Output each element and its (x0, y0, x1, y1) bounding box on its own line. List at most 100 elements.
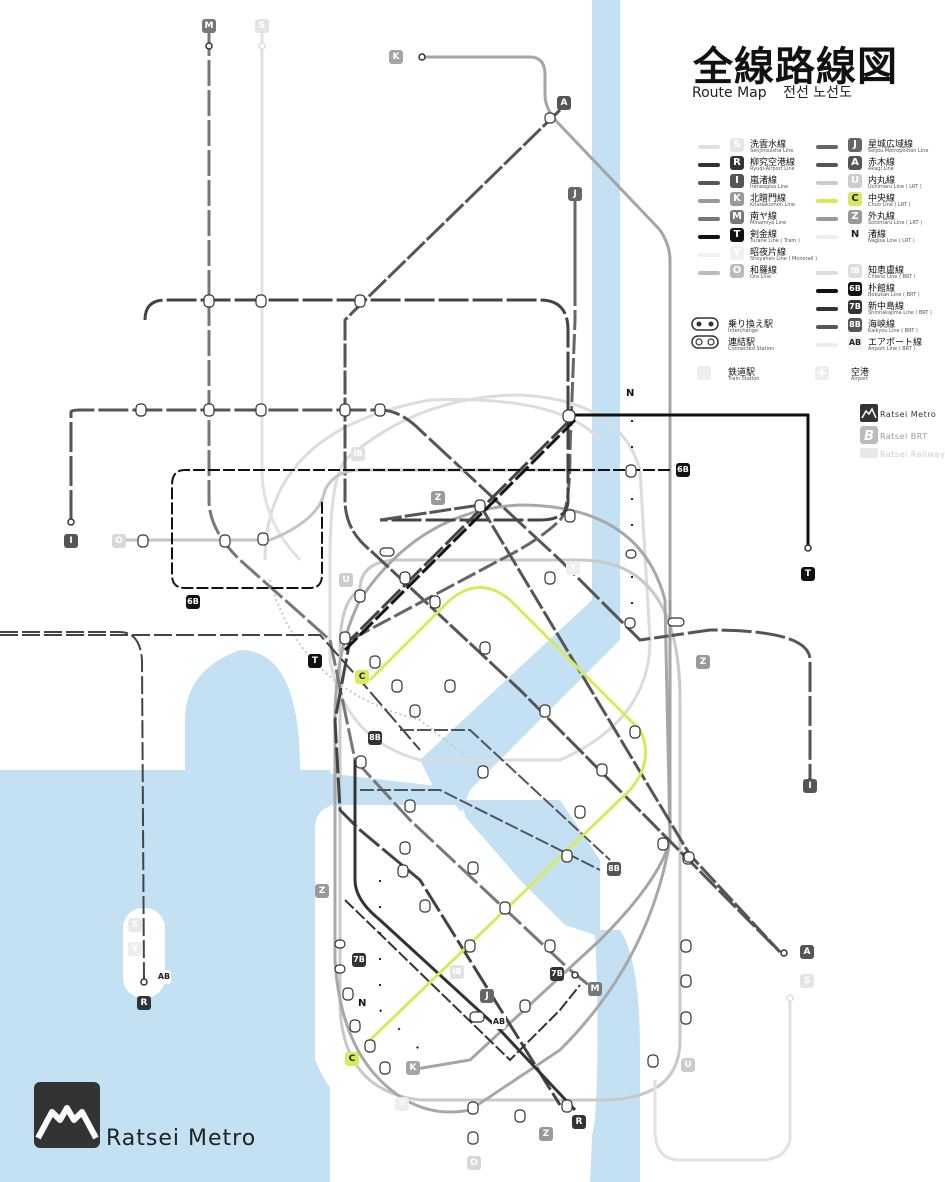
legend-badge: A (848, 156, 862, 170)
legend-badge: AB (848, 336, 862, 350)
legend-line-swatch (816, 217, 838, 221)
brand-brt-mark: B (860, 426, 878, 444)
brand-name: Ratsei Metro (106, 1126, 257, 1151)
terminal-badge-Z-low: Z (315, 884, 329, 898)
legend-line-subname: Iranaagisa Line (750, 184, 789, 190)
legend-line-swatch (816, 343, 838, 347)
legend-line-swatch (698, 271, 720, 275)
station (369, 655, 381, 669)
legend-line-swatch (816, 289, 838, 293)
legend-line-name: 南ヤ線 (750, 212, 778, 222)
terminal-dot (418, 53, 426, 61)
legend-interchange-sublabel: Interchange (728, 328, 759, 334)
line-IB-loop (328, 393, 652, 762)
terminal-badge-I: I (64, 534, 78, 548)
terminal-badge-6B: 6B (186, 595, 200, 609)
station (667, 617, 685, 627)
legend-airport-sublabel: Airport (851, 376, 869, 382)
station (334, 939, 346, 949)
terminal-badge-U: U (339, 573, 353, 587)
station (467, 861, 479, 875)
main-lines (0, 30, 812, 1106)
legend-line-swatch (816, 325, 838, 329)
terminal-badge-I-right: I (803, 779, 817, 793)
line-O (120, 468, 600, 542)
legend-badge: 8B (848, 318, 862, 332)
legend-line-subname: Kitadakumon Line (750, 202, 795, 208)
terminal-badge-C-low: C (345, 1052, 359, 1066)
terminal-badge-M: M (202, 19, 216, 33)
legend-connected-sublabel: Connected Station (728, 346, 775, 352)
legend-line-subname: Nagisa Line ( LRT ) (868, 238, 915, 244)
legend-line-swatch (816, 235, 838, 239)
station (203, 403, 215, 417)
legend-line-subname: Seijou Metropolitan Line (868, 148, 929, 154)
line-Z-loop (333, 503, 672, 1114)
station (399, 571, 411, 585)
line-6B (171, 469, 670, 589)
legend-interchange-label: 乗り換え駅 (728, 320, 774, 330)
legend-badge: 6B (848, 282, 862, 296)
brand-rail-label: Ratsei Railway (880, 450, 945, 459)
line-S-top (260, 30, 302, 562)
line-A (343, 108, 782, 954)
light-loops (260, 30, 792, 1162)
legend-line-subname: Turane Line ( Tram ) (750, 238, 800, 244)
dark-lines (171, 413, 810, 1112)
terminal-badge-7B-right: 7B (550, 967, 564, 981)
legend-line-name: 柳究空港線 (750, 158, 796, 168)
stations (135, 112, 695, 1145)
page-title: 全線路線図 (693, 44, 898, 90)
terminal-dot (67, 518, 75, 526)
legend-line-name: 北贈門線 (750, 194, 787, 204)
station (419, 899, 431, 913)
terminal-badge-A: A (557, 96, 571, 110)
legend-line-swatch (698, 163, 720, 167)
legend-badge: 7B (848, 300, 862, 314)
legend-line-subname: Bokukan Line ( BRT ) (868, 292, 920, 298)
svg-text:B: B (864, 429, 874, 444)
terminal-badge-C: C (355, 670, 369, 684)
legend-line-swatch (816, 163, 838, 167)
terminal-badge-IB-low: IB (450, 965, 464, 979)
station (574, 805, 586, 819)
station (680, 974, 692, 988)
station (349, 1019, 361, 1033)
legend-line-swatch (698, 235, 720, 239)
terminal-dot (258, 42, 266, 50)
line-I (69, 408, 812, 780)
legend-badge: Y (730, 246, 744, 260)
brand-metro-label: Ratsei Metro (880, 410, 937, 419)
legend-line-name: エアポート線 (868, 338, 923, 348)
station (467, 1101, 479, 1115)
legend-train-station-label: 鉄道駅 (728, 368, 756, 378)
station (135, 403, 147, 417)
station (355, 755, 367, 769)
legend-badge: J (848, 138, 862, 152)
station (596, 763, 608, 777)
station (680, 1011, 692, 1025)
station (467, 1131, 479, 1145)
legend-badge: M (730, 210, 744, 224)
legend-badge: I (730, 174, 744, 188)
terminal-dot (205, 42, 213, 50)
legend-line-name: 剣金線 (750, 230, 778, 240)
terminal-badge-Y: Y (566, 561, 580, 575)
station (409, 704, 421, 718)
line-8B (360, 729, 611, 871)
legend-line-subname: Minamiya Line (750, 220, 787, 226)
station (683, 851, 695, 863)
station (354, 294, 366, 308)
legend-line-subname: Sotomaru Line ( LRT ) (868, 220, 923, 226)
legend-badge: U (848, 174, 862, 188)
terminal-badge-K: K (389, 50, 403, 64)
station (625, 464, 637, 478)
station (339, 403, 351, 417)
legend-line-subname: Senjinsuisha Line (750, 148, 794, 154)
line-J-outer (349, 190, 577, 642)
station (334, 964, 346, 974)
legend-badge: T (730, 228, 744, 242)
legend-badge: Z (848, 210, 862, 224)
legend-badge: N (848, 228, 862, 242)
